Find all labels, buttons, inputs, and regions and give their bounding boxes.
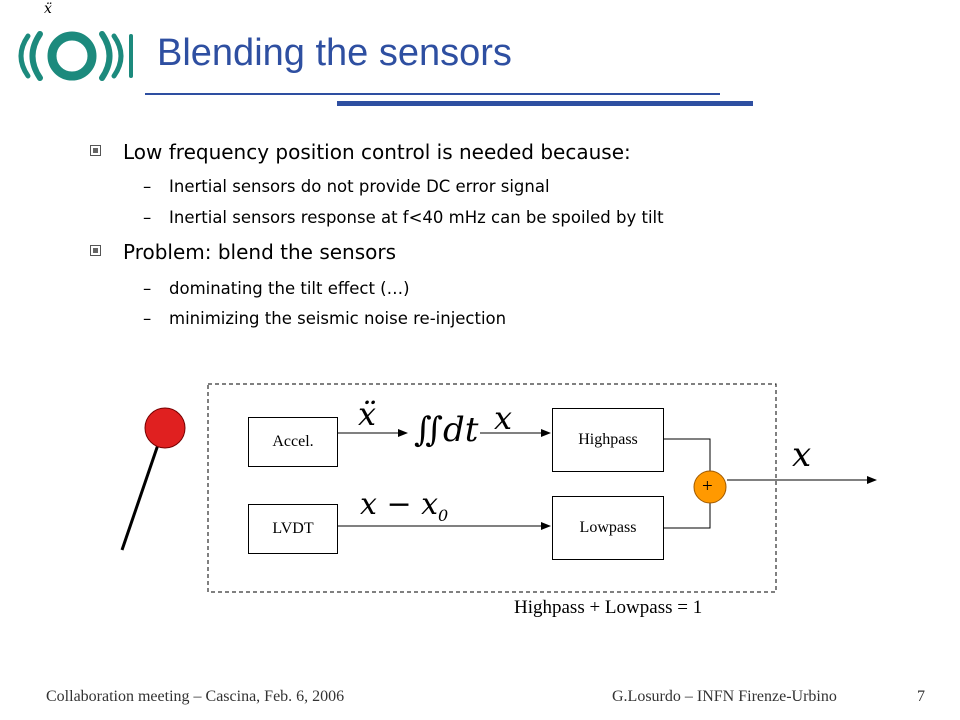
lvdt-signal-subscript: 0 — [438, 506, 449, 525]
bullet-2-text: Problem: blend the sensors — [123, 240, 397, 264]
bullet-1-text: Low frequency position control is needed… — [123, 140, 631, 164]
sub-bullet-2-2: –minimizing the seismic noise re-injecti… — [143, 309, 507, 328]
title-underline-thick — [337, 101, 753, 106]
bullet-2: Problem: blend the sensors — [90, 239, 396, 265]
blend-equation: Highpass + Lowpass = 1 — [514, 597, 703, 618]
integral-label: ∬dt — [414, 410, 479, 450]
sub-bullet-text: dominating the tilt effect (…) — [169, 279, 410, 298]
highpass-block: Highpass — [552, 408, 664, 472]
sub-bullet-text: Inertial sensors response at f<40 mHz ca… — [169, 208, 664, 227]
output-signal-label: x — [792, 435, 812, 475]
system-boundary — [207, 383, 777, 593]
title-underline-thin — [145, 93, 720, 95]
sub-bullet-text: Inertial sensors do not provide DC error… — [169, 177, 550, 196]
lvdt-signal-label: x − x0 — [360, 488, 448, 533]
pendulum-mass — [144, 407, 186, 449]
sub-bullet-text: minimizing the seismic noise re-injectio… — [169, 309, 507, 328]
sub-bullet-2-1: –dominating the tilt effect (…) — [143, 279, 410, 298]
integrated-signal-label: x — [494, 399, 513, 437]
sum-symbol: + — [702, 476, 713, 497]
page-number: 7 — [917, 688, 925, 705]
sensor-blending-diagram: Accel. LVDT Highpass Lowpass + ẍ ∬dt x x… — [0, 360, 960, 620]
bullet-1: Low frequency position control is needed… — [90, 139, 631, 165]
footer-right: G.Losurdo – INFN Firenze-Urbino — [612, 688, 837, 705]
sum-junction — [693, 470, 727, 504]
sub-bullet-1-1: –Inertial sensors do not provide DC erro… — [143, 177, 550, 196]
lvdt-block: LVDT — [248, 504, 338, 554]
lowpass-block: Lowpass — [552, 496, 664, 560]
slide-title: Blending the sensors — [157, 32, 512, 74]
lowpass-to-sum — [664, 503, 711, 529]
stray-symbol: ẍ — [44, 1, 52, 17]
footer-left: Collaboration meeting – Cascina, Feb. 6,… — [46, 688, 345, 705]
accel-block: Accel. — [248, 417, 338, 467]
virgo-logo — [10, 28, 136, 84]
bullet-square-icon — [90, 245, 101, 256]
bullet-square-icon — [90, 145, 101, 156]
lvdt-signal-text: x − x — [360, 487, 439, 522]
pendulum-rod — [120, 429, 165, 551]
sub-bullet-1-2: –Inertial sensors response at f<40 mHz c… — [143, 208, 664, 227]
highpass-to-sum — [664, 438, 711, 471]
accel-signal-label: ẍ — [358, 395, 377, 433]
